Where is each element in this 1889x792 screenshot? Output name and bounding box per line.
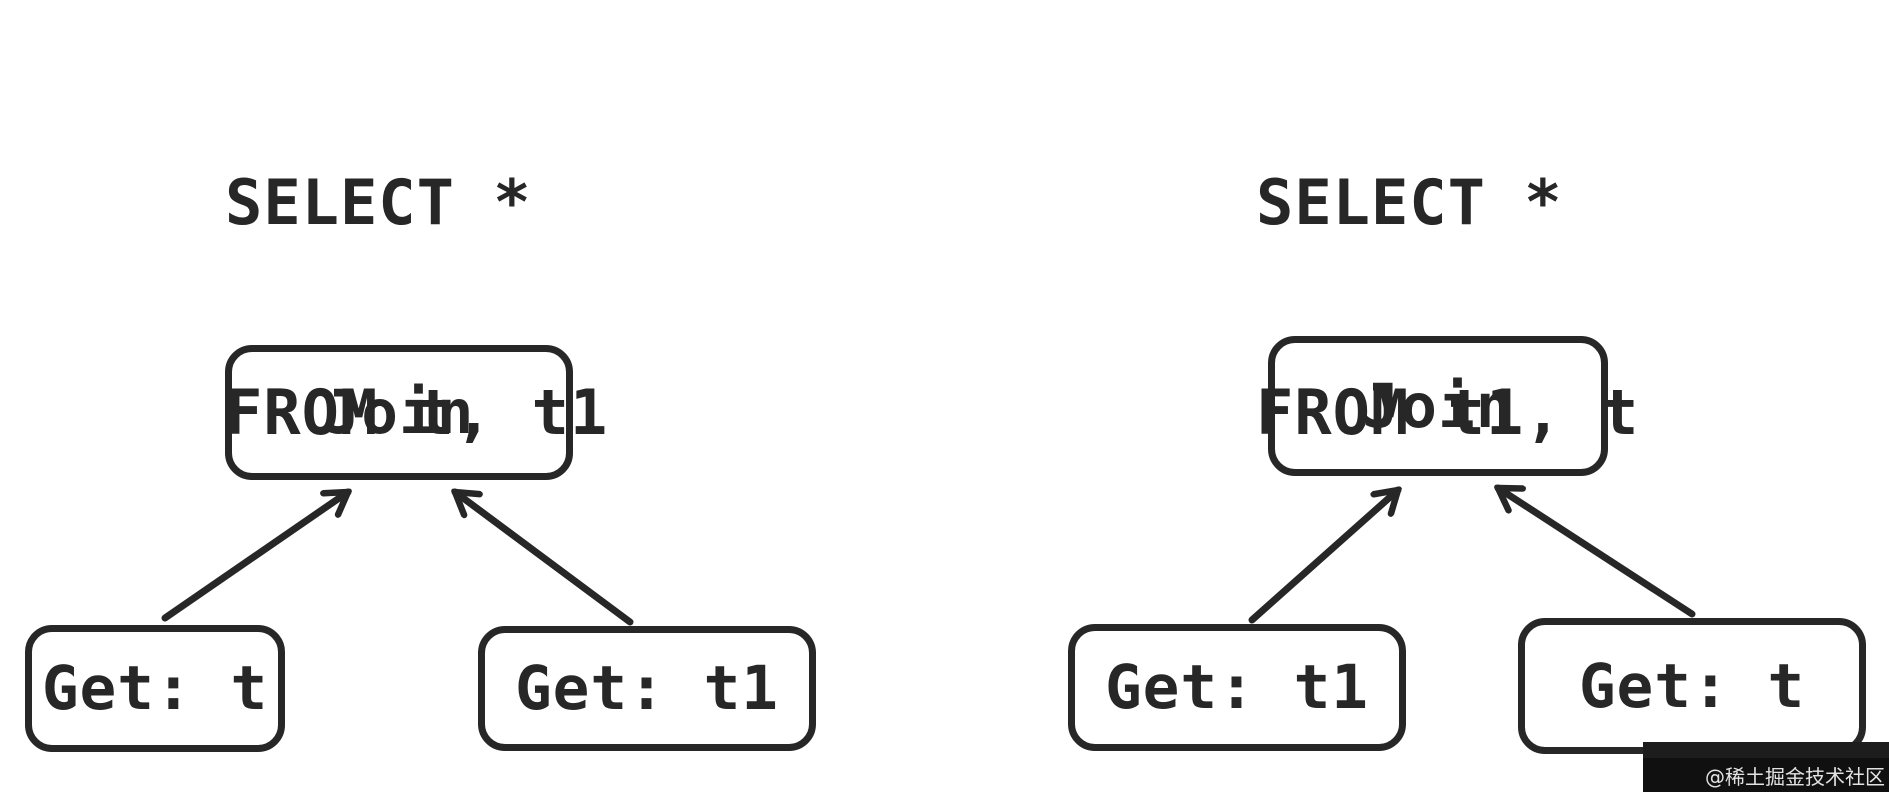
sql-line-select: SELECT * xyxy=(1256,166,1563,239)
get-t-node-left: Get: t xyxy=(25,625,285,752)
watermark-bar xyxy=(1643,742,1889,758)
sql-line-from: FROM t, t1 xyxy=(225,376,609,449)
get-t1-node-left: Get: t1 xyxy=(478,626,816,751)
watermark-text: @稀土掘金技术社区 xyxy=(1705,765,1885,789)
sql-query-right: SELECT * FROM t1, t xyxy=(1256,28,1639,588)
join-node-left: Join xyxy=(225,345,573,480)
sql-query-left: SELECT * FROM t, t1 xyxy=(225,28,608,588)
watermark: @稀土掘金技术社区 xyxy=(1643,742,1889,792)
get-t1-node-right: Get: t1 xyxy=(1068,624,1406,751)
sql-line-from: FROM t1, t xyxy=(1256,376,1640,449)
join-node-right: Join xyxy=(1268,336,1608,476)
sql-line-select: SELECT * xyxy=(225,166,532,239)
get-t-node-right: Get: t xyxy=(1518,618,1866,754)
